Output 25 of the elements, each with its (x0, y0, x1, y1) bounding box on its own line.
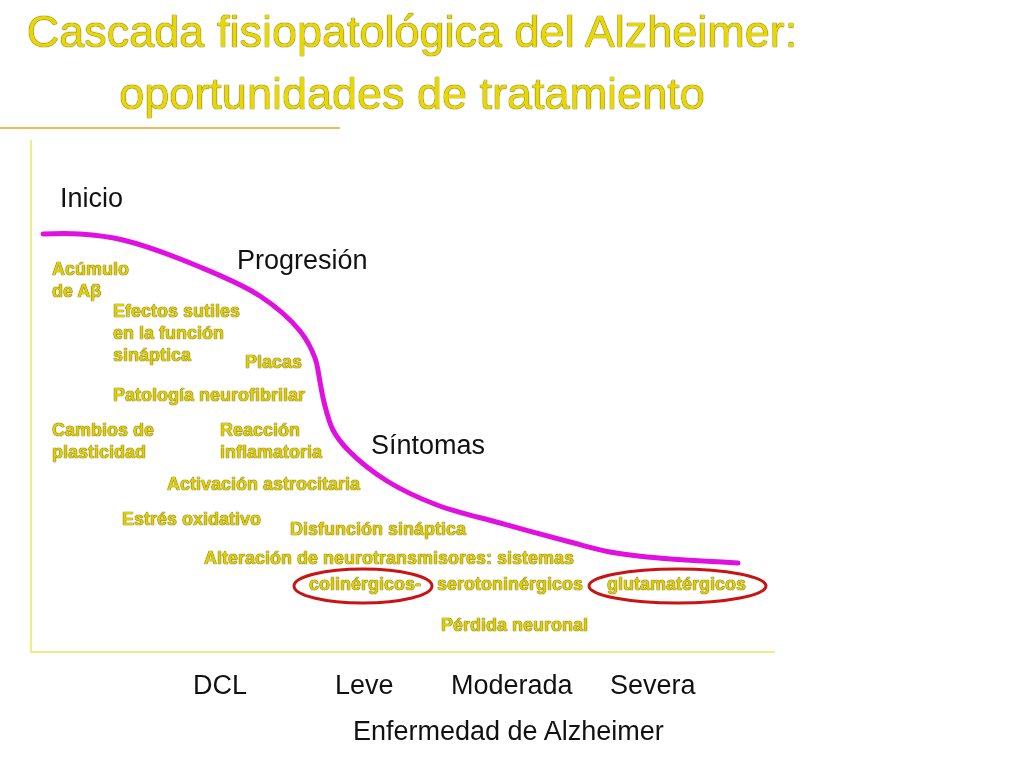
pathology-label: Activación astrocitaria (167, 473, 361, 495)
pathology-label: Disfunción sináptica (290, 518, 467, 540)
system-label: glutamatérgicos (607, 573, 747, 595)
stage-label: Inicio (60, 182, 124, 214)
pathology-label: Patología neurofibrilar (113, 384, 306, 406)
highlight-ellipse (587, 567, 768, 605)
stage-label: Síntomas (371, 429, 486, 461)
pathology-label: Alteración de neurotransmisores: sistemas (204, 547, 575, 569)
axis-tick-label: Moderada (451, 669, 573, 701)
axis-tick-label: Severa (610, 669, 696, 701)
highlight-ellipse (292, 567, 434, 605)
stage-label: Progresión (237, 244, 368, 276)
title: Cascada fisiopatológica del Alzheimer: oportunidades de tratamiento (25, 5, 799, 121)
axis-tick-label: DCL (193, 669, 247, 701)
pathology-label: Acúmulo de Aβ (52, 258, 130, 302)
pathology-label: Reacción inflamatoria (220, 419, 324, 463)
pathology-label: Pérdida neuronal (441, 614, 589, 636)
pathology-label: Cambios de plasticidad (52, 419, 156, 463)
axis-title: Enfermedad de Alzheimer (353, 715, 664, 747)
pathology-label: Efectos sutiles en la función sináptica (113, 300, 242, 366)
pathology-label: Placas (245, 351, 303, 373)
system-label: colinérgicos- (309, 573, 422, 595)
pathology-label: serotoninérgicos (437, 573, 584, 595)
pathology-label: Estrés oxidativo (122, 508, 262, 530)
axis-tick-label: Leve (335, 669, 394, 701)
